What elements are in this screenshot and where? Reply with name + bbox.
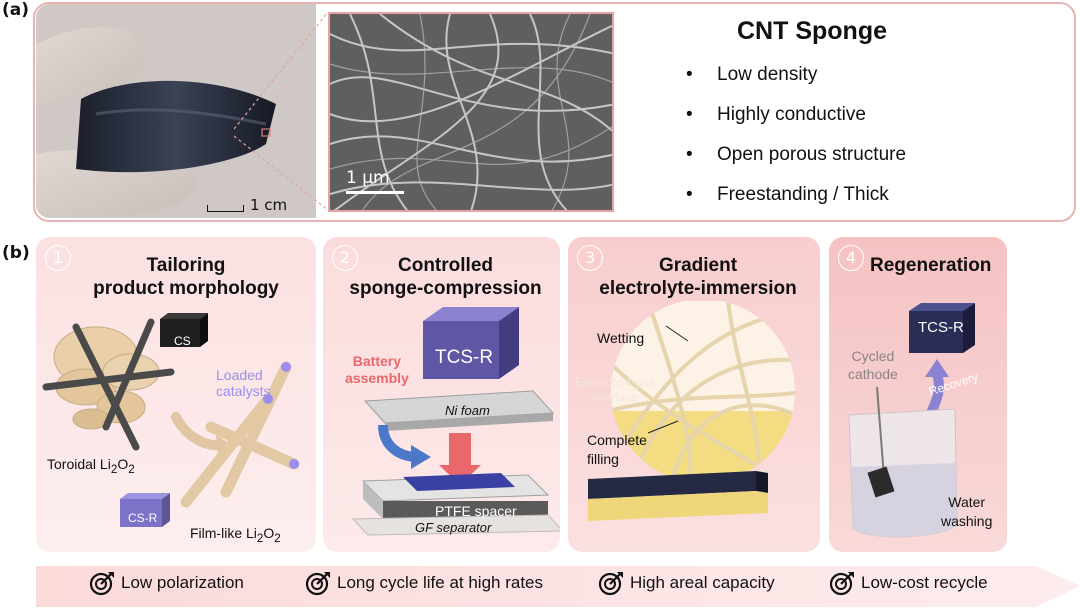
film-like-label: Film-like Li2O2 (190, 525, 281, 545)
complete-filling-label: Complete filling (587, 432, 647, 467)
step-card-regeneration: 4 Regeneration TCS-R Cycled cathode Reco… (829, 237, 1007, 552)
tcsr-cube-label: TCS-R (435, 347, 494, 368)
battery-assembly-label: Battery assembly (345, 353, 409, 386)
regeneration-illustration (848, 303, 975, 538)
step-title: Gradient electrolyte-immersion (599, 255, 797, 299)
step-number: 4 (838, 245, 864, 271)
target-icon (829, 572, 854, 596)
list-item: •Open porous structure (686, 144, 907, 165)
tcsr-cube-label: TCS-R (918, 319, 964, 336)
panel-a-label: (a) (2, 0, 30, 20)
target-icon (598, 572, 623, 596)
photo-scale-bar (207, 205, 244, 212)
morphology-illustration (42, 313, 300, 527)
cnt-property-list: •Low density •Highly conductive •Open po… (686, 62, 906, 222)
water-washing-label: Water washing (941, 494, 993, 529)
wetting-label: Wetting (597, 330, 645, 346)
step-card-immersion: 3 Gradient electrolyte-immersion Wetting (568, 237, 820, 552)
list-item: •Highly conductive (686, 104, 866, 125)
sem-scale-label: 1 μm (346, 168, 390, 188)
outcome-item: Low-cost recycle (829, 570, 988, 596)
photo-scale-label: 1 cm (250, 196, 288, 214)
sem-image (328, 12, 614, 212)
step-number: 1 (45, 245, 71, 271)
zoom-lines (234, 12, 329, 211)
step-title: Controlled sponge-compression (349, 255, 542, 299)
step-title: Regeneration (870, 255, 992, 276)
cycled-cathode-label: Cycled cathode (848, 348, 898, 382)
sponge-photo (36, 4, 316, 218)
immersion-illustration (588, 301, 795, 521)
ptfe-spacer-label: PTFE spacer (435, 503, 517, 519)
outcome-banner (36, 566, 1080, 607)
panel-b-label: (b) (2, 243, 30, 263)
csr-cube-label: CS-R (128, 511, 158, 525)
step-number: 2 (332, 245, 358, 271)
interface-label: Electrolyte-gas interface (575, 375, 655, 404)
step-card-tailoring: 1 Tailoring product morphology CS (36, 237, 316, 552)
cs-cube-label: CS (174, 334, 191, 348)
list-item: •Low density (686, 64, 818, 85)
outcome-item: Low polarization (89, 570, 244, 596)
step-card-compression: 2 Controlled sponge-compression TCS-R Ba… (323, 237, 560, 552)
ni-foam-label: Ni foam (445, 403, 490, 418)
step-title: Tailoring product morphology (93, 255, 279, 299)
target-icon (305, 572, 330, 596)
toroidal-label: Toroidal Li2O2 (47, 456, 135, 476)
loaded-catalysts-label: Loaded catalysts (216, 367, 271, 399)
outcome-item: High areal capacity (598, 570, 775, 596)
gf-separator-label: GF separator (415, 520, 492, 535)
compression-illustration (351, 307, 560, 536)
cnt-sponge-title: CNT Sponge (737, 17, 887, 45)
step-number: 3 (577, 245, 603, 271)
sem-scale-bar (346, 191, 404, 194)
list-item: •Freestanding / Thick (686, 184, 889, 205)
outcome-item: Long cycle life at high rates (305, 570, 543, 596)
target-icon (89, 572, 114, 596)
